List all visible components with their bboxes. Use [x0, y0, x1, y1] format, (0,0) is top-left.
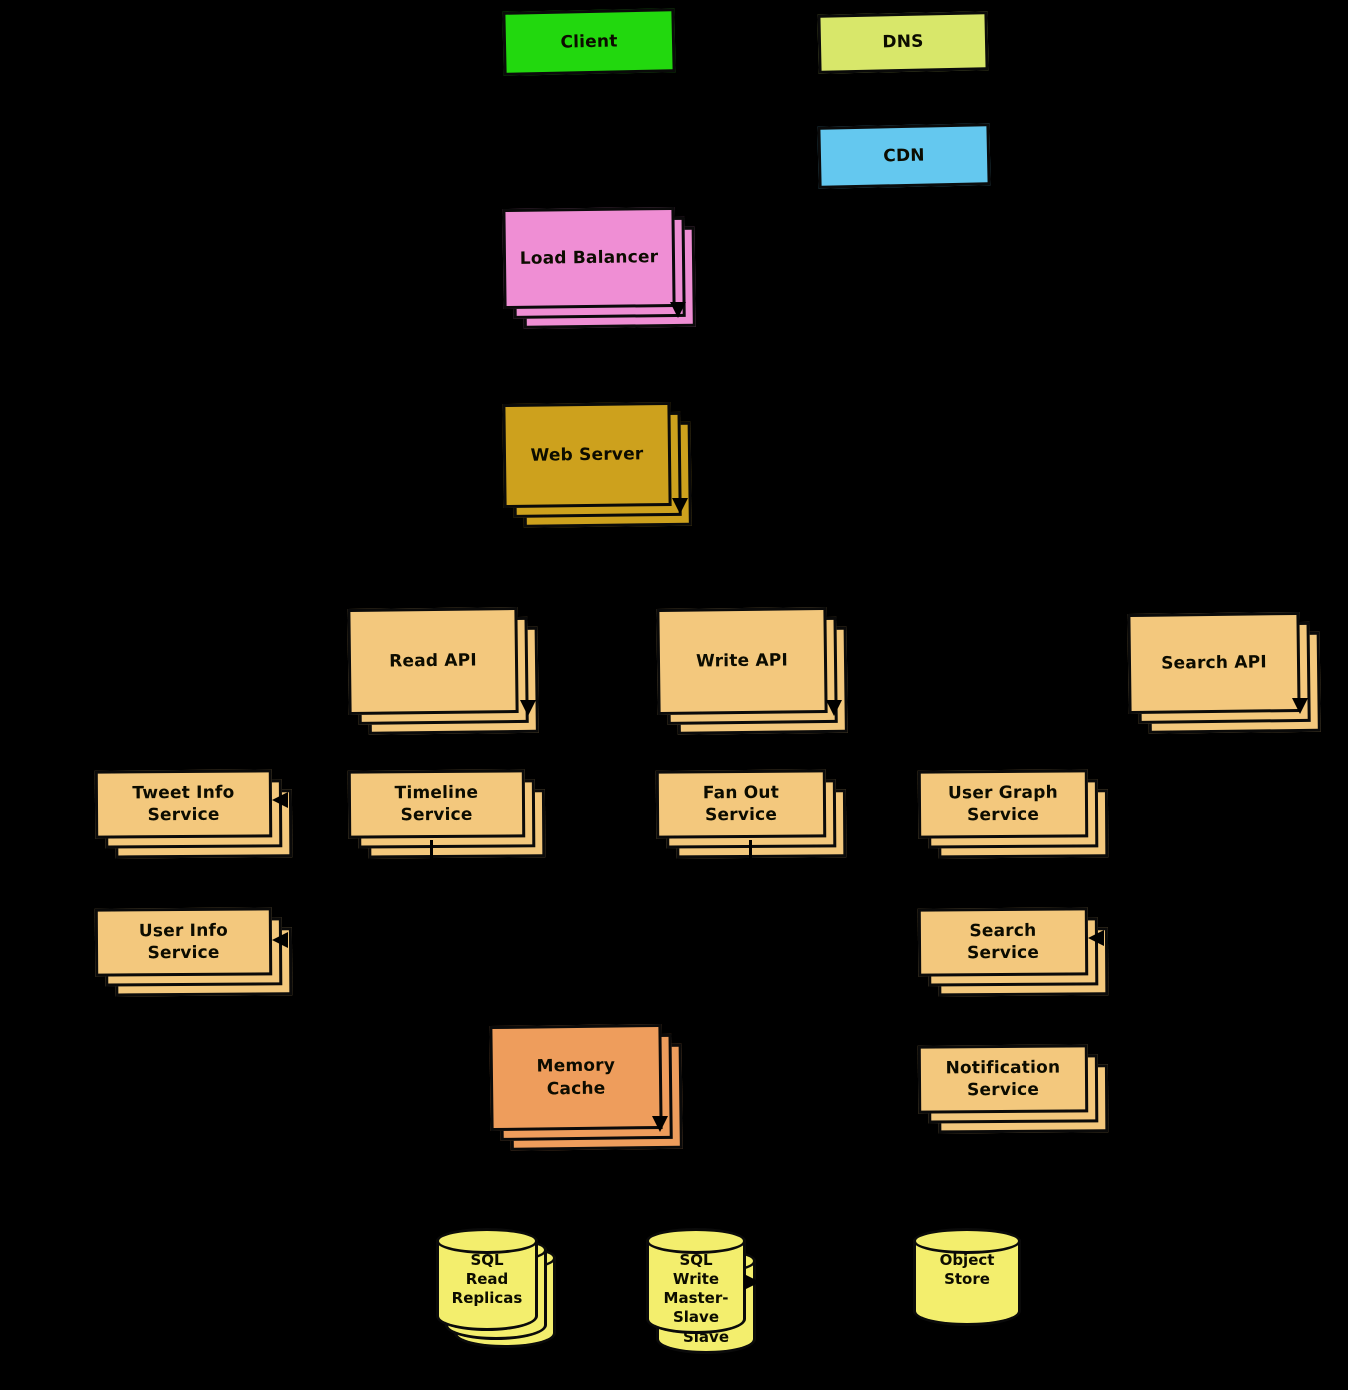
node-label: User Info Service: [138, 920, 229, 964]
node-search-service: Search Service: [917, 907, 1109, 997]
arrowhead-into-user-info: [272, 932, 288, 948]
node-load-balancer: Load Balancer: [502, 206, 696, 329]
node-label: SQL Write Master-Slave: [663, 1251, 729, 1327]
node-dns-box: DNS: [817, 11, 989, 74]
node-web-server-box: Web Server: [502, 401, 672, 509]
cylinder-top: [436, 1228, 538, 1254]
node-sql-read-replicas-cylinder: SQL Read Replicas: [436, 1228, 538, 1331]
node-label: Tweet Info Service: [132, 782, 235, 826]
cylinder-body: [436, 1240, 538, 1331]
node-label: Search Service: [966, 920, 1040, 964]
node-search-api-box: Search API: [1127, 611, 1301, 715]
node-search-api: Search API: [1127, 611, 1321, 734]
node-search-service-box: Search Service: [917, 907, 1089, 977]
node-web-server: Web Server: [502, 401, 692, 528]
cylinder-top: [913, 1228, 1021, 1254]
node-label: DNS: [882, 32, 924, 53]
node-user-info-service: User Info Service: [94, 907, 293, 997]
node-timeline-service-box: Timeline Service: [347, 769, 526, 839]
node-label: Search API: [1161, 652, 1267, 674]
node-tweet-info-service-box: Tweet Info Service: [94, 769, 273, 839]
node-sql-write-master-slave: SQL Write Master-Slave SQL Write Master-…: [646, 1228, 756, 1354]
node-notification-service-box: Notification Service: [917, 1044, 1089, 1114]
node-write-api: Write API: [656, 606, 848, 735]
connector-tick-timeline: [430, 840, 433, 870]
cylinder-body: [913, 1240, 1021, 1326]
node-label: Fan Out Service: [702, 782, 780, 826]
node-label: Read API: [389, 650, 477, 672]
cylinder-body: [646, 1240, 746, 1334]
node-memory-cache: Memory Cache: [489, 1023, 683, 1151]
arrowhead-below-web-server: [672, 498, 688, 514]
node-label: User Graph Service: [947, 782, 1058, 826]
arrowhead-into-search-service: [1088, 930, 1104, 946]
arrowhead-below-load-balancer: [670, 302, 686, 318]
node-read-api-box: Read API: [347, 606, 519, 716]
node-notification-service: Notification Service: [917, 1044, 1109, 1134]
node-label: CDN: [883, 145, 925, 167]
node-load-balancer-box: Load Balancer: [502, 206, 676, 310]
node-user-graph-service-box: User Graph Service: [917, 769, 1089, 839]
node-label: Write API: [695, 650, 789, 672]
cylinder-top: [646, 1228, 746, 1254]
node-label: Object Store: [939, 1251, 995, 1289]
node-label: SQL Read Replicas: [451, 1251, 523, 1308]
node-client-box: Client: [502, 8, 676, 76]
node-read-api: Read API: [347, 606, 539, 735]
node-cdn: CDN: [817, 123, 991, 189]
node-client: Client: [502, 8, 676, 76]
node-label: Web Server: [530, 444, 644, 466]
node-dns: DNS: [817, 11, 989, 74]
connector-tick-fan-out: [749, 840, 752, 870]
node-label: Client: [560, 31, 618, 53]
arrowhead-below-search-api: [1292, 698, 1308, 714]
node-label: Timeline Service: [394, 782, 479, 826]
arrowhead-into-sql-write: [744, 1274, 760, 1290]
node-label: Memory Cache: [536, 1055, 616, 1099]
arrowhead-below-write-api: [826, 700, 842, 716]
node-cdn-box: CDN: [817, 123, 991, 189]
node-sql-write-master-slave-cylinder: SQL Write Master-Slave: [646, 1228, 746, 1334]
arrowhead-below-memory-cache: [652, 1116, 668, 1132]
node-user-graph-service: User Graph Service: [917, 769, 1109, 859]
node-label: Load Balancer: [519, 247, 659, 269]
node-write-api-box: Write API: [656, 606, 828, 716]
node-label: Notification Service: [945, 1057, 1061, 1101]
node-sql-read-replicas: SQL Read Replicas SQL Read Replicas: [436, 1228, 556, 1348]
node-user-info-service-box: User Info Service: [94, 907, 273, 977]
node-timeline-service: Timeline Service: [347, 769, 546, 859]
node-fan-out-service: Fan Out Service: [655, 769, 847, 859]
node-memory-cache-box: Memory Cache: [489, 1023, 663, 1132]
arrowhead-below-read-api: [520, 700, 536, 716]
arrowhead-into-tweet-info: [272, 792, 288, 808]
node-object-store: Object Store: [913, 1228, 1021, 1326]
node-object-store-cylinder: Object Store: [913, 1228, 1021, 1326]
node-fan-out-service-box: Fan Out Service: [655, 769, 827, 839]
node-tweet-info-service: Tweet Info Service: [94, 769, 293, 859]
